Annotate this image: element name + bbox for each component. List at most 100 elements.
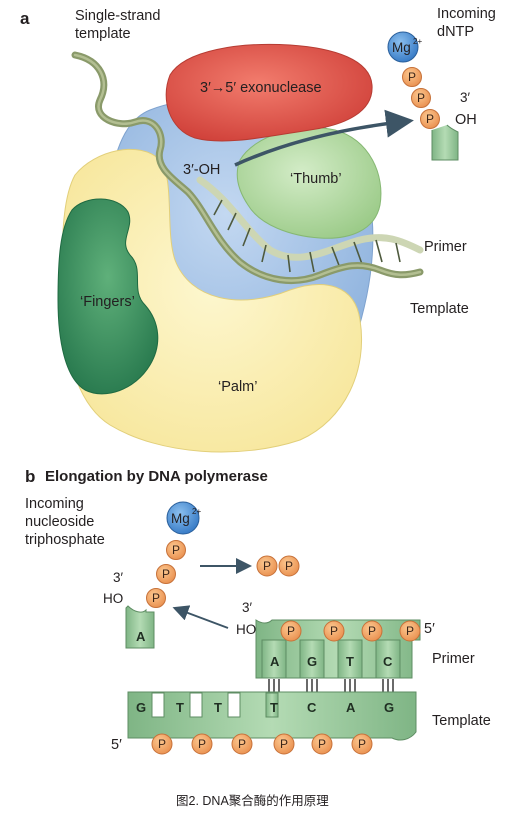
primer-strand-b: A G T C P P P P 3′ HO 5′ Primer (236, 600, 475, 679)
exonuclease-domain (165, 43, 373, 142)
mg-label: Mg (392, 40, 411, 55)
template-base-3: T (214, 700, 222, 715)
thumb-label: ‘Thumb’ (290, 171, 342, 187)
b-phosphate-1-label: P (172, 543, 180, 557)
incoming-ho: HO (103, 591, 123, 606)
fingers-label: ‘Fingers’ (80, 294, 135, 310)
primer-5prime: 5′ (424, 621, 435, 637)
primer-nt-3 (337, 639, 363, 679)
panel-a-letter: a (20, 9, 30, 28)
phosphate-2 (411, 88, 431, 108)
exonuclease-label: 3′→5′ exonuclease (200, 80, 322, 96)
primer-3prime: 3′ (242, 600, 253, 615)
primer-nt-4 (375, 639, 401, 679)
template-p-3 (231, 733, 253, 755)
template-p-4-label: P (280, 737, 288, 751)
primer-nt-2 (299, 639, 325, 679)
ppi-phosphate-1-label: P (263, 559, 271, 573)
primer-strand (196, 176, 424, 261)
template-base-4: T (270, 700, 278, 715)
template-p-6 (351, 733, 373, 755)
primer-p-4 (399, 620, 421, 642)
template-base-1: G (136, 700, 146, 715)
template-p-5-label: P (318, 737, 326, 751)
primer-p-1-label: P (287, 624, 295, 638)
dntp-oh: OH (455, 112, 477, 128)
mg-ion-b (166, 501, 200, 535)
incoming-nt-label-2: nucleoside (25, 514, 94, 530)
phosphate-3 (420, 109, 440, 129)
incoming-dntp-label-1: Incoming (437, 6, 496, 22)
dntp-3prime: 3′ (460, 90, 471, 105)
incoming-base: A (136, 629, 146, 644)
template-p-6-label: P (358, 737, 366, 751)
primer-p-3 (361, 620, 383, 642)
incoming-dntp: Mg 2+ P P P Incoming dNTP 3′ OH (387, 6, 496, 161)
phosphate-2-label: P (417, 91, 425, 105)
template-strand-b: G T T T C A G P P P P P P 5′ Template (111, 691, 491, 755)
template-base-5: C (307, 700, 317, 715)
b-phosphate-2-label: P (162, 567, 170, 581)
panel-b-letter: b (25, 467, 35, 486)
single-strand-label-1: Single-strand (75, 8, 160, 24)
phosphate-1-label: P (408, 70, 416, 84)
template-label-b: Template (432, 713, 491, 729)
incoming-nt-label-1: Incoming (25, 496, 84, 512)
incoming-dntp-label-2: dNTP (437, 24, 474, 40)
template-base-7: G (384, 700, 394, 715)
hydrogen-bonds (268, 679, 394, 692)
panel-b-title: Elongation by DNA polymerase (45, 468, 268, 485)
ppi-phosphate-2 (278, 555, 300, 577)
template-label-a: Template (410, 301, 469, 317)
panel-a: a (20, 6, 496, 453)
primer-p-2-label: P (330, 624, 338, 638)
template-strand-highlight (73, 53, 422, 282)
primer-base-2: G (307, 654, 317, 669)
b-phosphate-3 (146, 588, 166, 608)
single-strand-label-2: template (75, 26, 131, 42)
template-base-6: A (346, 700, 356, 715)
base-pair-rungs (213, 199, 401, 273)
primer-p-2 (323, 620, 345, 642)
mg-ion (387, 31, 419, 63)
nucleophilic-attack-arrow (172, 605, 229, 629)
b-phosphate-2 (156, 564, 176, 584)
mg-charge: 2+ (413, 37, 422, 46)
mg-charge-b: 2+ (192, 507, 201, 516)
primer-p-3-label: P (368, 624, 376, 638)
template-p-2 (191, 733, 213, 755)
mg-label-b: Mg (171, 511, 190, 526)
dntp-sugar-base (431, 124, 459, 161)
b-phosphate-1 (166, 540, 186, 560)
fingers-domain (57, 198, 159, 395)
template-p-2-label: P (198, 737, 206, 751)
primer-base-1: A (270, 654, 280, 669)
primer-ho: HO (236, 622, 256, 637)
figure-caption: 图2. DNA聚合酶的作用原理 (176, 793, 329, 808)
palm-label: ‘Palm’ (218, 379, 257, 395)
primer-base-3: T (346, 654, 354, 669)
primer-p-4-label: P (406, 624, 414, 638)
phosphate-1 (402, 67, 422, 87)
primer-label-a: Primer (424, 239, 467, 255)
incoming-nt-label-3: triphosphate (25, 532, 105, 548)
three-prime-oh-label: 3′-OH (183, 162, 220, 178)
panel-b: b Elongation by DNA polymerase Incoming … (25, 467, 491, 755)
phosphate-3-label: P (426, 112, 434, 126)
ppi-phosphate-1 (256, 555, 278, 577)
template-p-4 (273, 733, 295, 755)
incoming-3prime: 3′ (113, 570, 124, 585)
template-5prime: 5′ (111, 737, 122, 753)
primer-base-4: C (383, 654, 393, 669)
template-p-1 (151, 733, 173, 755)
incoming-nucleotide: Mg 2+ P P P A 3′ HO (103, 501, 201, 649)
template-p-5 (311, 733, 333, 755)
catalysis-arrow (234, 109, 414, 167)
template-p-1-label: P (158, 737, 166, 751)
b-phosphate-3-label: P (152, 591, 160, 605)
template-base-2: T (176, 700, 184, 715)
ppi-phosphate-2-label: P (285, 559, 293, 573)
primer-nt-1 (261, 639, 287, 679)
